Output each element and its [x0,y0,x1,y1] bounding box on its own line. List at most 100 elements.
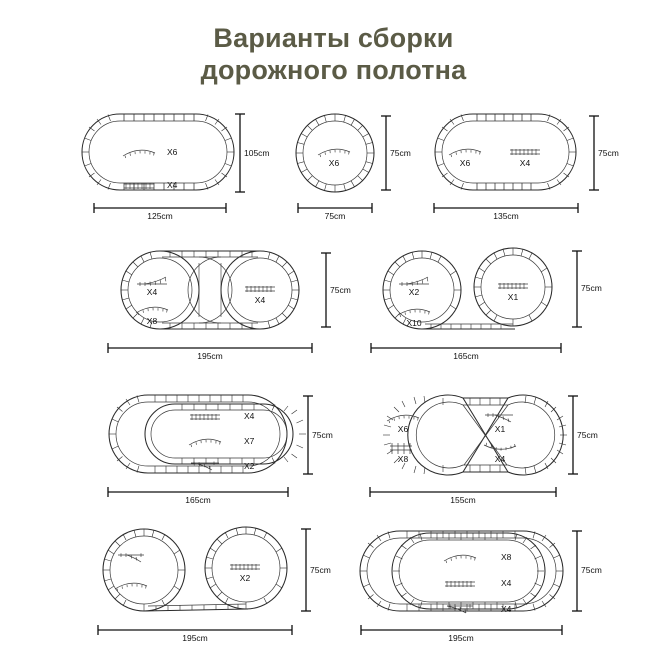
height-dimension-label: 75cm [310,565,331,575]
track-drawing-6 [108,394,306,474]
straight-track-icon [508,146,542,157]
curved-track-icon [483,442,517,453]
layout-diagram-4: X4 X8 X4 195cm [100,245,351,361]
curved-track-icon [135,304,169,316]
track-drawing-9 [359,530,564,612]
part-count: X4 [146,287,158,297]
track-drawing-4 [120,250,300,330]
width-dimension-label: 155cm [450,495,476,505]
part-count: X6 [459,158,471,168]
track-drawing-8 [102,526,288,612]
part-count: X1 [494,424,506,434]
parts-legend-2: X6 [317,146,351,169]
width-dimension-label: 125cm [147,211,173,221]
width-dimension-label: 195cm [182,633,208,643]
width-dimension-label: 195cm [197,351,223,361]
part-count: X1 [507,292,519,302]
legend-item: X4 [122,177,177,194]
straight-track-icon [496,280,530,291]
straight-track-icon [443,578,477,589]
legend-item: X2 [188,458,254,475]
width-dimension-label: 75cm [324,211,346,221]
straight-track-icon [243,283,277,294]
legend-item: X4 [443,575,511,592]
curved-track-icon [397,306,431,318]
layout-diagram-9: X8 X4 X4 195cm 75cm [355,525,610,645]
straight-track-icon [122,180,156,191]
legend-item: X4 [508,146,542,169]
parts-legend-7-left: X6 X8 [386,412,420,465]
parts-legend-4-right: X4 [243,283,277,306]
track-drawing-2 [295,113,375,193]
width-dimension-label: 165cm [185,495,211,505]
height-dimension-label: 75cm [581,283,602,293]
parts-legend-9: X8 X4 X4 [443,549,511,618]
legend-item: X1 [496,280,530,303]
legend-item: X2 [397,275,431,298]
curved-track-icon [114,580,148,592]
part-count: X4 [244,411,255,421]
switch-track-icon [135,275,169,286]
legend-item [114,580,148,592]
page-title: Варианты сборки дорожного полотна [200,23,467,85]
height-dimension-label: 75cm [577,430,598,440]
switch-track-icon [114,552,148,563]
track-drawing-5 [382,247,553,330]
parts-legend-7-right: X1 X4 [483,412,517,465]
legend-item: X8 [386,442,420,465]
height-dimension-label: 105cm [244,148,270,158]
part-count: X4 [167,180,178,190]
width-dimension-label: 135cm [493,211,519,221]
part-count: X8 [501,552,512,562]
part-count: X7 [244,436,255,446]
parts-legend-8-right: X2 [228,561,262,584]
layout-diagram-1: X6 X4 125cm 105cm [78,108,270,223]
part-count: X2 [408,287,420,297]
layout-diagram-7: X6 X8 X1 X4 [358,390,608,505]
part-count: X4 [494,454,506,464]
height-dimension-label: 75cm [581,565,602,575]
legend-item: X1 [483,412,517,435]
crossing-track-icon [386,442,420,454]
part-count: X6 [167,147,178,157]
switch-track-icon [397,275,431,286]
legend-item: X4 [243,283,277,306]
parts-legend-6: X4 X7 X2 [188,408,254,475]
curved-track-icon [188,436,222,448]
part-count: X4 [519,158,531,168]
legend-item: X8 [443,549,511,566]
part-count: X4 [501,604,512,614]
legend-item: X4 [483,442,517,465]
layout-diagram-2: X6 75cm 75cm [290,108,411,223]
parts-legend-1: X6 X4 [122,144,177,194]
part-count: X2 [244,461,255,471]
layout-diagram-5: X2 X10 X1 165cm [365,245,605,361]
layout-diagram-3: X6 X4 135cm 75cm [428,108,619,223]
switch-track-icon [483,412,517,423]
parts-legend-5-left: X2 X10 [397,275,431,329]
legend-item: X6 [386,412,420,435]
part-count: X8 [397,454,409,464]
legend-item: X4 [188,408,254,425]
height-dimension-label: 75cm [390,148,411,158]
legend-item: X4 [135,275,169,298]
part-count: X4 [501,578,512,588]
legend-item [114,552,148,564]
legend-item: X2 [228,561,262,584]
track-drawing-3 [434,113,577,191]
height-dimension-label: 75cm [312,430,333,440]
curved-track-icon [122,147,156,159]
curved-track-icon [386,412,420,424]
part-count: X6 [328,158,340,168]
straight-track-icon [188,411,222,422]
parts-legend-5-right: X1 [496,280,530,303]
legend-item: X4 [443,601,511,618]
curved-track-icon [443,552,477,564]
layout-diagram-8: X2 195cm 75cm [88,525,333,645]
parts-legend-3: X6 X4 [448,146,542,169]
width-dimension-label: 195cm [448,633,474,643]
height-dimension-label: 75cm [598,148,619,158]
part-count: X2 [239,573,251,583]
part-count: X4 [254,295,266,305]
